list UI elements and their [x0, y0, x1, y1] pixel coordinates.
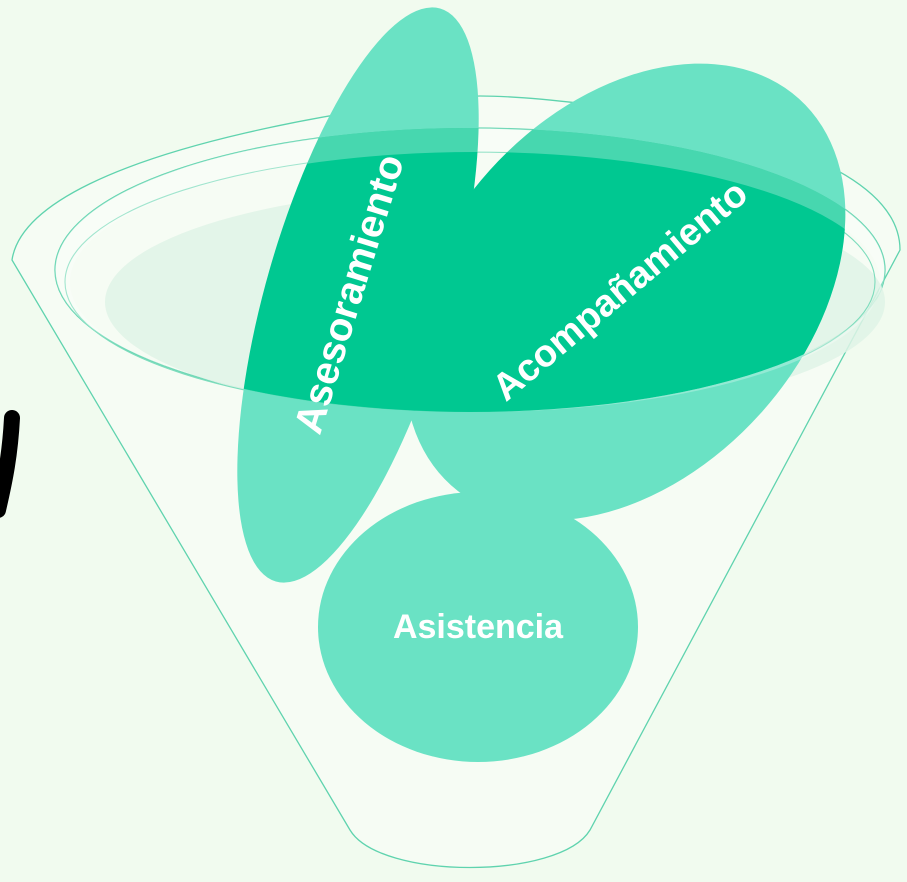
assistance-label: Asistencia: [393, 608, 564, 646]
advice-ellipse-dark: [237, 128, 479, 412]
accent-curve: [0, 410, 20, 518]
assistance-circle: [318, 492, 638, 762]
